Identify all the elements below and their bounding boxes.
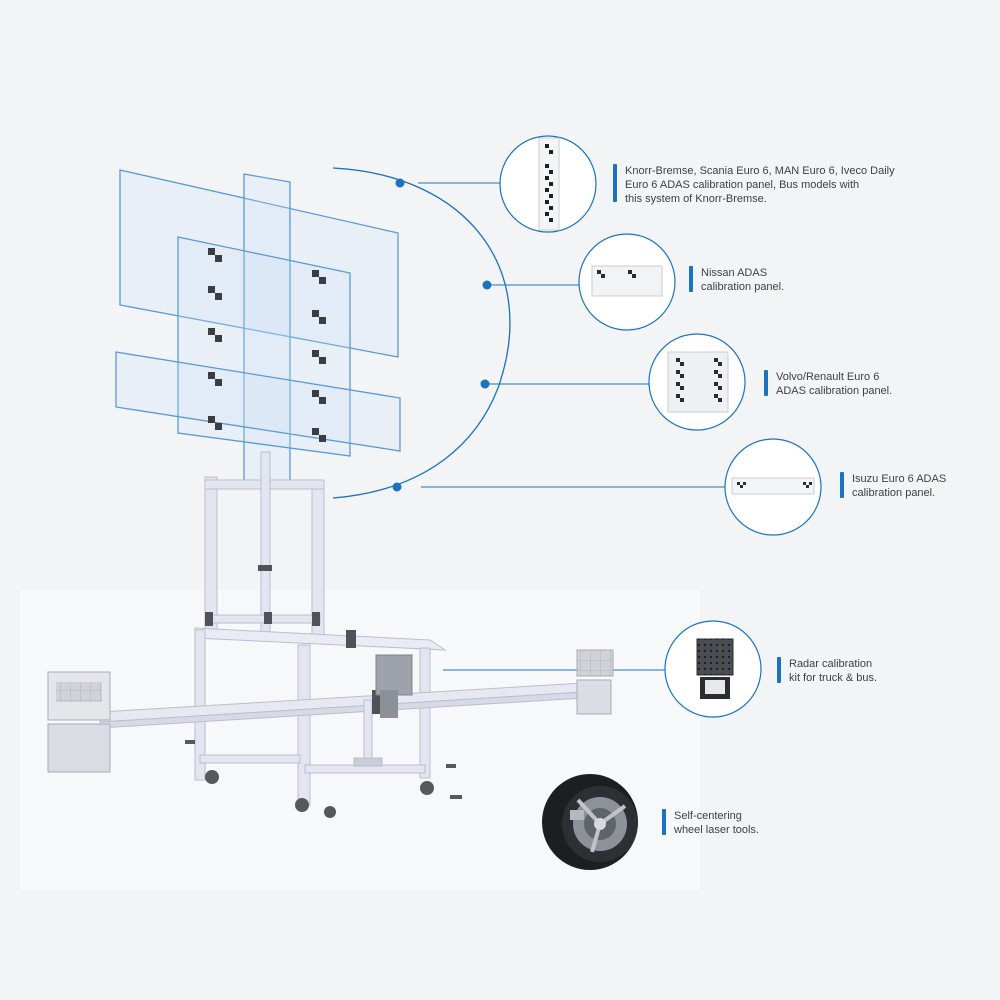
checker-markers [208, 248, 326, 442]
callout-circle-radar[interactable] [664, 620, 762, 718]
transparent-panels [115, 169, 401, 487]
accent-bar [662, 809, 666, 835]
accent-bar [689, 266, 693, 292]
casters [185, 740, 462, 818]
caption-radar: Radar calibration kit for truck & bus. [777, 657, 877, 685]
calibration-stand [99, 451, 601, 806]
left-wheel-target [47, 671, 111, 773]
caption-text: Nissan ADAS calibration panel. [701, 267, 785, 293]
caption-text: Isuzu Euro 6 ADAS calibration panel. [852, 473, 947, 499]
caption-volvo-renault: Volvo/Renault Euro 6 ADAS calibration pa… [764, 370, 892, 398]
caption-nissan: Nissan ADAS calibration panel. [689, 266, 784, 294]
wide-panel-back [119, 169, 399, 358]
caption-text: Volvo/Renault Euro 6 ADAS calibration pa… [776, 371, 893, 397]
accent-bar [777, 657, 781, 683]
connector-lines [418, 182, 726, 671]
caption-isuzu: Isuzu Euro 6 ADAS calibration panel. [840, 472, 946, 500]
callout-circle-wheel-laser[interactable] [542, 774, 638, 870]
accent-bar [840, 472, 844, 498]
callout-circle-knorr-bremse[interactable] [499, 135, 597, 233]
caption-wheel-laser: Self-centering wheel laser tools. [662, 809, 759, 837]
right-wheel-target [576, 649, 614, 715]
connector-dots [392, 178, 492, 492]
caption-text: Self-centering wheel laser tools. [674, 810, 759, 836]
callout-circle-isuzu[interactable] [724, 438, 822, 536]
caption-text: Knorr-Bremse, Scania Euro 6, MAN Euro 6,… [625, 165, 895, 205]
callout-circle-nissan[interactable] [578, 233, 676, 331]
caption-knorr-bremse: Knorr-Bremse, Scania Euro 6, MAN Euro 6,… [613, 164, 895, 206]
square-checker-panel [177, 236, 351, 457]
accent-bar [613, 164, 617, 202]
center-laser-unit [375, 654, 413, 718]
accent-bar [764, 370, 768, 396]
stand-details [205, 565, 380, 714]
caption-text: Radar calibration kit for truck & bus. [789, 658, 878, 684]
callout-circle-volvo-renault[interactable] [648, 333, 746, 431]
wide-panel-front [115, 351, 401, 452]
callout-arc [332, 167, 511, 499]
